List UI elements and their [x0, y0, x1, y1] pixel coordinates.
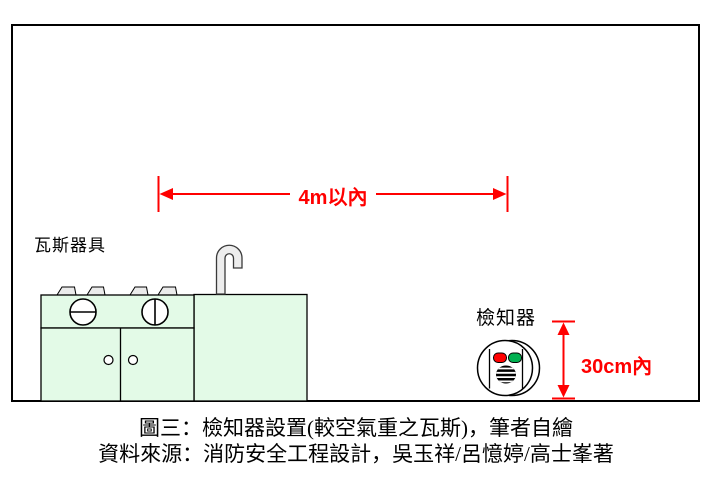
- figure-caption: 圖三：檢知器設置(較空氣重之瓦斯)，筆者自繪 資料來源：消防安全工程設計，吳玉祥…: [0, 415, 712, 467]
- detector-speaker-grille: [496, 365, 516, 384]
- burner-cap: [56, 286, 77, 296]
- detector-led-green: [508, 352, 522, 363]
- sink-counter: [193, 293, 308, 402]
- door-handle-left: [103, 354, 114, 366]
- door-handle-right: [127, 354, 139, 366]
- arrowhead-right: [493, 188, 507, 200]
- faucet-icon: [215, 244, 243, 295]
- gas-detector: [476, 339, 541, 397]
- burner-cap: [157, 286, 178, 296]
- vertical-dimension-label: 30cm內: [581, 356, 653, 378]
- figure-caption-source: 資料來源：消防安全工程設計，吳玉祥/呂憶婷/高士峯著: [98, 442, 614, 466]
- cabinet: [40, 327, 195, 402]
- arrowhead-left: [159, 188, 173, 200]
- burner-cap: [86, 286, 106, 296]
- detector-label: 檢知器: [476, 308, 537, 329]
- dimension-arrow-vertical: [552, 320, 575, 400]
- figure-caption-title: 圖三：檢知器設置(較空氣重之瓦斯)，筆者自繪: [139, 416, 573, 440]
- gas-appliance-label: 瓦斯器具: [34, 236, 106, 255]
- arrowhead-down: [557, 385, 570, 398]
- dimension-arrow-horizontal: [157, 176, 509, 212]
- burner-cap: [129, 286, 149, 296]
- horizontal-dimension-label: 4m以內: [298, 187, 368, 209]
- detector-led-red: [493, 352, 507, 363]
- diagram-frame: [11, 24, 700, 402]
- stove-top-panel: [40, 294, 195, 329]
- arrowhead-up: [557, 322, 570, 335]
- gas-appliance: [40, 244, 308, 402]
